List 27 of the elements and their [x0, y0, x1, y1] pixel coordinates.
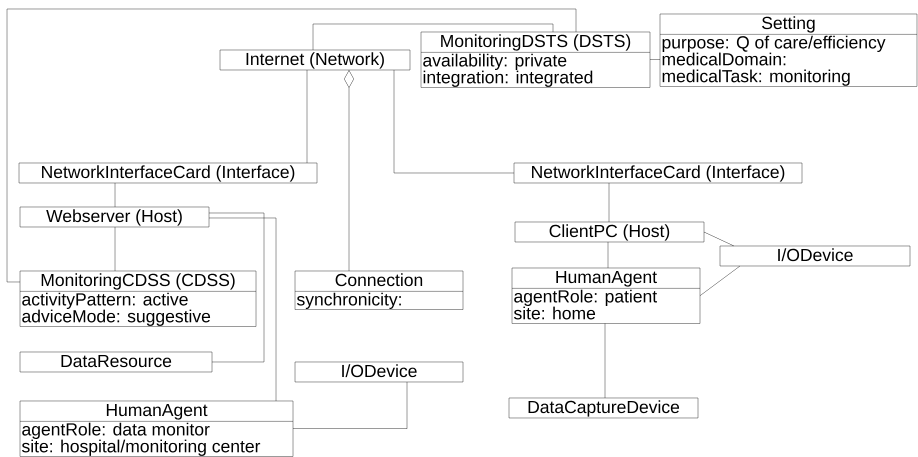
class-box: Internet (Network) [220, 50, 410, 70]
class-box: ClientPC (Host) [514, 222, 704, 242]
class-box: DataCaptureDevice [508, 398, 698, 418]
class-box: MonitoringDSTS (DSTS) availability: private integration: integrated [420, 32, 650, 88]
class-box: I/ODevice [294, 362, 464, 382]
class-box: Webserver (Host) [20, 206, 210, 228]
connector-line [704, 232, 734, 246]
class-box: HumanAgent agentRole: data monitor site: hospital/monitoring center [20, 400, 294, 457]
class-box: Setting purpose: Q of care/efficiency medicalDomain: medicalTask: monitoring [660, 14, 918, 87]
connector-line [114, 226, 116, 272]
class-box: NetworkInterfaceCard (Interface) [514, 162, 802, 184]
class-box: MonitoringCDSS (CDSS) activityPattern: active adviceMode: suggestive [20, 270, 256, 327]
class-box: Connection synchronicity: [294, 270, 464, 310]
connector-line [6, 8, 576, 282]
class-box: DataResource [20, 352, 212, 372]
class-box: NetworkInterfaceCard (Interface) [18, 162, 318, 184]
connector-line [114, 182, 116, 208]
class-box: HumanAgent agentRole: patient site: home [512, 268, 700, 324]
connector-line [312, 24, 554, 50]
connector-line [604, 323, 606, 398]
connector-line [344, 70, 354, 272]
connector-line [292, 382, 408, 429]
connector-line [394, 70, 514, 174]
class-box: I/ODevice [720, 246, 910, 266]
connector-line [306, 70, 308, 164]
connector-line [700, 266, 740, 296]
connector-line [608, 182, 610, 222]
